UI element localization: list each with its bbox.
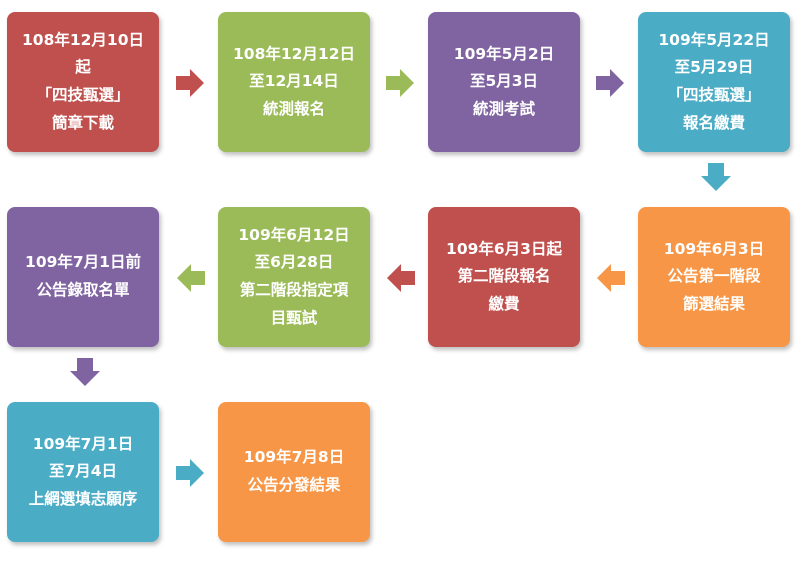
step-text-line: 109年6月3日 — [663, 239, 765, 258]
step-text-line: 「四技甄選」 — [36, 86, 130, 104]
step-text-line: 108年12月10日起 — [22, 30, 144, 77]
step-text-line: 篩選結果 — [682, 294, 745, 313]
step-box-8: 109年7月1日前公告錄取名單 — [7, 207, 159, 347]
step-text-line: 簡章下載 — [51, 113, 114, 132]
step-text-line: 109年7月1日前 — [25, 253, 141, 272]
step-text-line: 「四技甄選」 — [667, 86, 761, 104]
step-box-7: 109年6月12日至6月28日第二階段指定項目甄試 — [218, 207, 370, 347]
step-text-line: 至6月28日 — [254, 253, 334, 272]
step-text-line: 公告第一階段 — [667, 267, 761, 286]
arrow-right-icon-shape — [176, 69, 204, 97]
step-text-line: 公告分發結果 — [247, 476, 341, 494]
step-text-line: 至12月14日 — [249, 72, 339, 91]
step-box-3: 109年5月2日至5月3日統測考試 — [428, 12, 580, 152]
step-text-line: 至5月3日 — [469, 72, 539, 91]
step-text-line: 109年5月2日 — [453, 44, 555, 63]
step-box-5: 109年6月3日公告第一階段篩選結果 — [638, 207, 790, 347]
arrow-down-icon-shape — [70, 358, 100, 386]
step-box-2: 108年12月12日至12月14日統測報名 — [218, 12, 370, 152]
arrow-left-icon — [597, 264, 625, 292]
step-box-6: 109年6月3日起第二階段報名繳費 — [428, 207, 580, 347]
step-text-line: 統測考試 — [472, 99, 535, 118]
step-text-line: 109年7月1日 — [32, 434, 134, 453]
step-text-line: 報名繳費 — [682, 113, 745, 132]
arrow-right-icon — [176, 459, 204, 487]
step-text-line: 上網選填志願序 — [28, 489, 138, 508]
step-box-10: 109年7月8日公告分發結果 — [218, 402, 370, 542]
arrow-left-icon-shape — [387, 264, 415, 292]
step-text-line: 第二階段指定項 — [239, 281, 349, 299]
step-box-4: 109年5月22日至5月29日「四技甄選」報名繳費 — [638, 12, 790, 152]
arrow-right-icon — [386, 69, 414, 97]
arrow-right-icon — [596, 69, 624, 97]
step-text-line: 統測報名 — [262, 99, 325, 118]
step-text-line: 至5月29日 — [674, 58, 754, 77]
step-text-line: 第二階段報名 — [457, 267, 551, 286]
step-text-line: 108年12月12日 — [233, 44, 355, 63]
step-text-line: 繳費 — [488, 294, 520, 313]
arrow-down-icon — [70, 358, 100, 386]
arrow-right-icon — [176, 69, 204, 97]
arrow-right-icon-shape — [176, 459, 204, 487]
step-text-line: 公告錄取名單 — [36, 281, 130, 299]
arrow-right-icon-shape — [596, 69, 624, 97]
arrow-down-icon-shape — [701, 163, 731, 191]
step-box-1: 108年12月10日起「四技甄選」簡章下載 — [7, 12, 159, 152]
arrow-down-icon — [701, 163, 731, 191]
arrow-left-icon — [177, 264, 205, 292]
step-text-line: 目甄試 — [270, 308, 318, 327]
step-text-line: 109年6月12日 — [238, 225, 350, 244]
arrow-left-icon — [387, 264, 415, 292]
step-text-line: 109年7月8日 — [243, 448, 345, 467]
arrow-left-icon-shape — [177, 264, 205, 292]
arrow-left-icon-shape — [597, 264, 625, 292]
step-text-line: 至7月4日 — [48, 462, 118, 481]
step-box-9: 109年7月1日至7月4日上網選填志願序 — [7, 402, 159, 542]
step-text-line: 109年5月22日 — [658, 30, 770, 49]
step-text-line: 109年6月3日起 — [446, 239, 562, 258]
arrow-right-icon-shape — [386, 69, 414, 97]
